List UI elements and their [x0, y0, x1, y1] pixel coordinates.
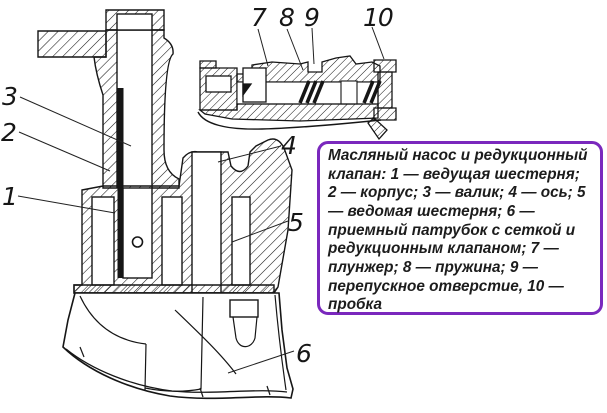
shaft-shadow	[117, 88, 124, 278]
bell-right-pocket	[232, 316, 258, 348]
leader-7	[257, 28, 269, 67]
valve-left-lip	[199, 60, 217, 69]
valve-plug-cap-top	[373, 59, 397, 73]
leader-6	[227, 350, 295, 374]
leader-1	[17, 195, 116, 214]
valve-tail	[367, 117, 388, 141]
callout-label-3: 3	[2, 82, 17, 111]
bell-slot	[229, 299, 259, 318]
leader-4	[217, 145, 282, 163]
gear-axis	[191, 151, 222, 294]
callout-label-7: 7	[251, 3, 267, 32]
bell-inner-curve-right	[174, 309, 237, 375]
valve-left-window	[205, 75, 232, 93]
gear-chamber-left	[91, 196, 115, 286]
callout-label-2: 2	[1, 118, 16, 147]
rim-notch-1	[79, 346, 85, 358]
tube-lip-opening	[116, 13, 153, 31]
plunger-seat	[242, 83, 253, 97]
leader-3	[19, 96, 132, 147]
bell-inner-left-curve	[79, 295, 147, 345]
valve-bottom-outline	[197, 111, 382, 130]
caption-text: Масляный насос и редукционный клапан: 1 …	[328, 147, 588, 314]
leader-10	[371, 26, 385, 60]
bottom-plate	[73, 284, 275, 294]
rim-notch-3	[266, 385, 271, 396]
reduction-valve-section	[197, 55, 397, 141]
main-pump-section	[37, 9, 293, 312]
intake-strainer	[62, 292, 294, 400]
leader-8	[286, 28, 304, 71]
bell-right-edge-line	[274, 294, 287, 391]
tube-right-wall	[151, 29, 180, 189]
callout-label-8: 8	[279, 3, 294, 32]
callout-label-6: 6	[296, 339, 311, 368]
spring-seat	[340, 80, 358, 105]
leader-lines	[17, 26, 385, 374]
leader-5	[231, 220, 289, 243]
shaft-bore	[122, 187, 153, 279]
callout-label-10: 10	[363, 3, 393, 32]
bell-chamber-left-edge	[144, 343, 147, 391]
valve-bottom-band	[198, 103, 379, 122]
caption-box: Масляный насос и редукционный клапан: 1 …	[317, 141, 603, 315]
valve-plug-body	[377, 71, 393, 109]
leader-9	[311, 27, 315, 65]
shaft-hole	[131, 236, 144, 248]
callout-numbers: 1 2 3 4 5 6 7 8 9 10	[1, 3, 394, 368]
callout-label-9: 9	[304, 3, 319, 32]
mounting-flange	[37, 30, 107, 58]
callout-label-1: 1	[2, 182, 17, 211]
bell-outline	[62, 292, 294, 400]
rim-notch-2	[199, 387, 204, 398]
callout-label-5: 5	[288, 208, 303, 237]
gear-chamber-mid	[161, 196, 183, 286]
callout-label-4: 4	[281, 131, 296, 160]
leader-2	[18, 131, 111, 172]
